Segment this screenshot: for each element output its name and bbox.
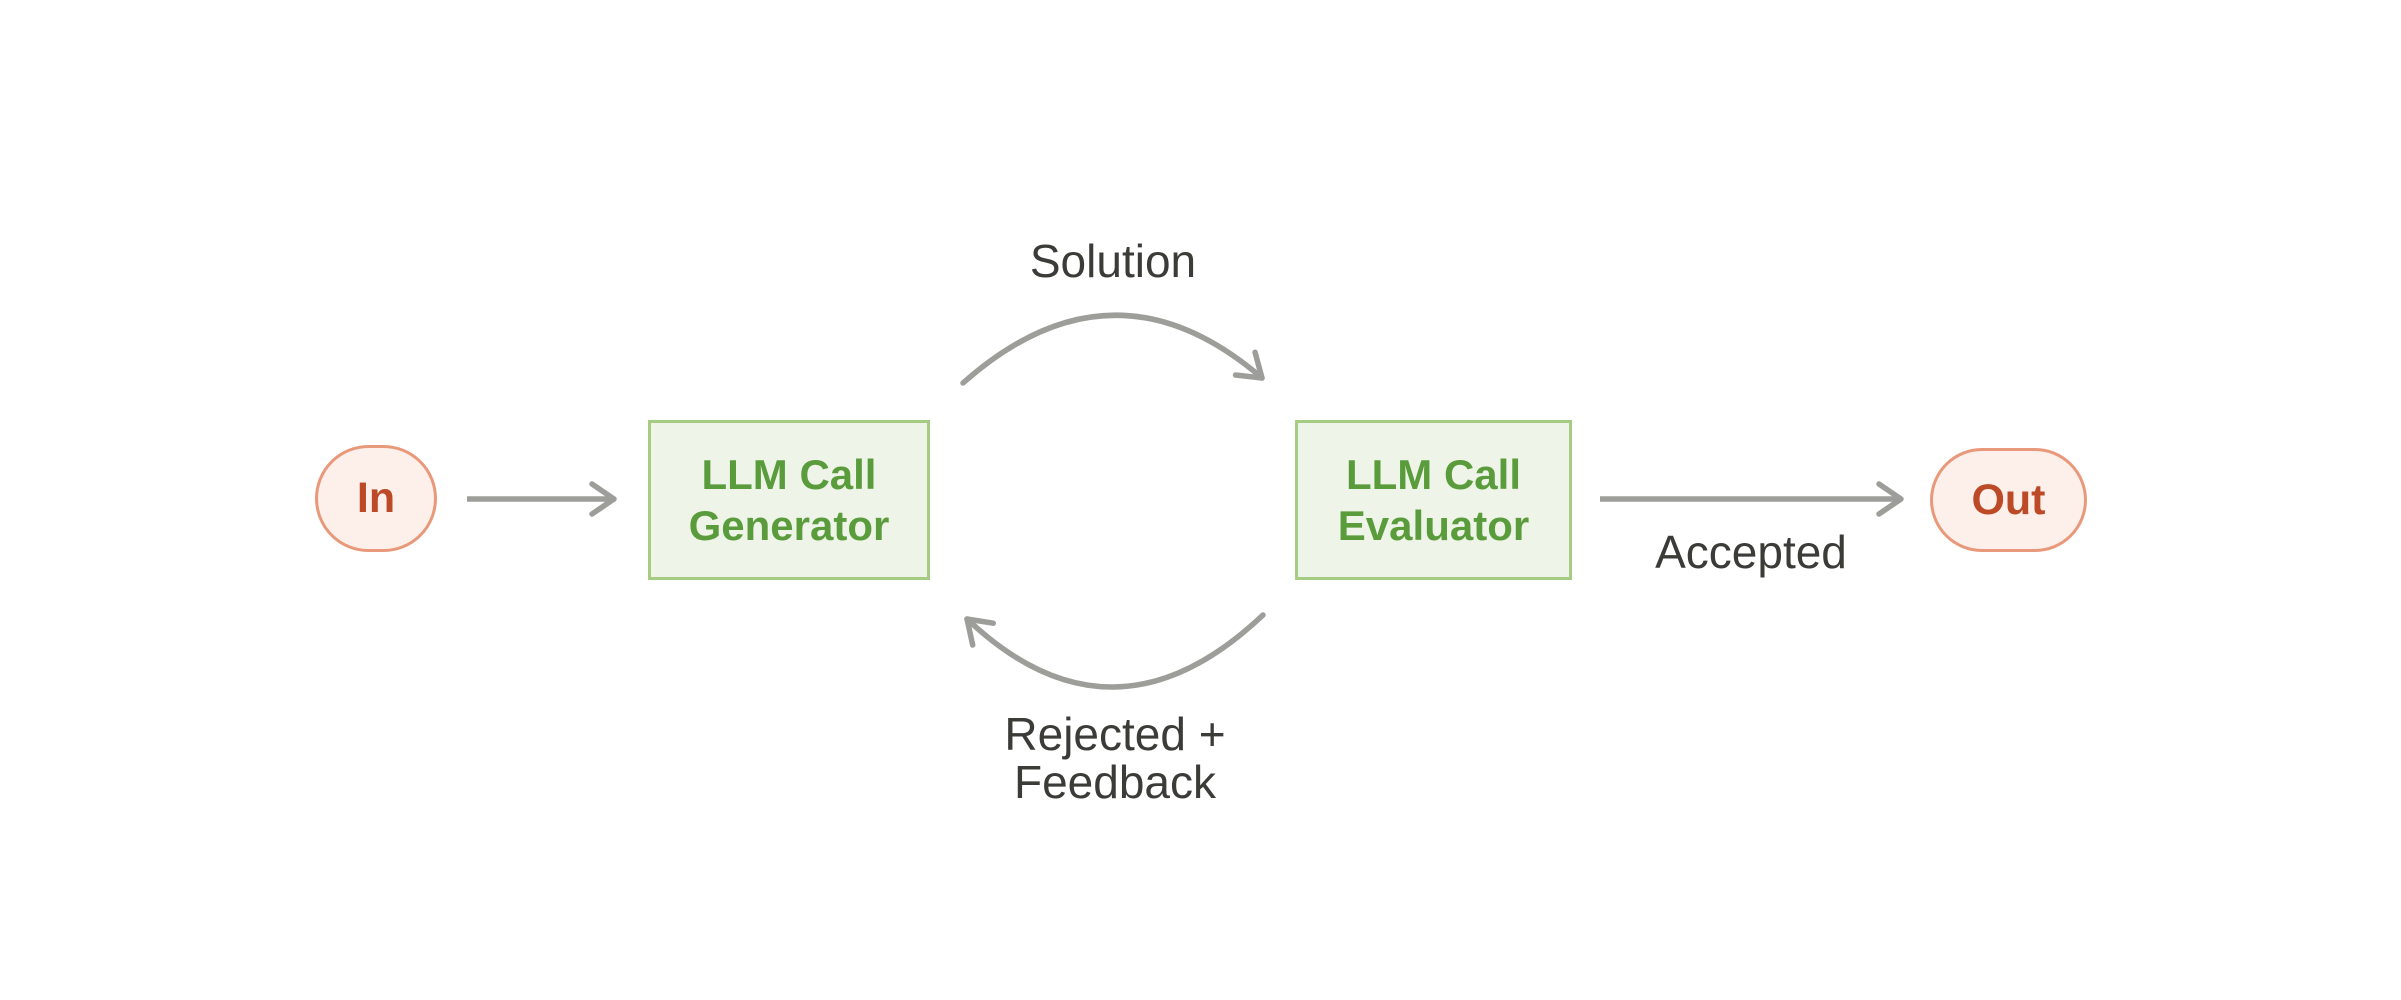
- node-llm-call-evaluator: LLM Call Evaluator: [1295, 420, 1572, 580]
- edge-label-accepted: Accepted: [1655, 526, 1847, 578]
- node-generator-label: LLM Call Generator: [689, 449, 890, 551]
- node-out-label: Out: [1971, 475, 2046, 524]
- node-generator-label-line2: Generator: [688, 502, 890, 549]
- node-evaluator-label-line1: LLM Call: [1346, 451, 1521, 498]
- node-in: In: [315, 445, 437, 552]
- node-evaluator-label-line2: Evaluator: [1337, 502, 1530, 549]
- node-in-label: In: [356, 474, 396, 522]
- node-llm-call-generator: LLM Call Generator: [648, 420, 930, 580]
- edge-label-rejected-line1: Rejected +: [1004, 708, 1226, 760]
- edge-rejected-feedback-arc: [964, 612, 1266, 690]
- edge-label-rejected-line2: Feedback: [1013, 756, 1216, 808]
- edge-label-rejected-feedback: Rejected + Feedback: [895, 710, 1335, 806]
- node-out: Out: [1930, 448, 2087, 552]
- edge-label-solution: Solution: [1029, 235, 1197, 287]
- edge-solution-arc: [960, 312, 1265, 386]
- node-generator-label-line1: LLM Call: [701, 451, 877, 498]
- node-evaluator-label: LLM Call Evaluator: [1338, 449, 1529, 551]
